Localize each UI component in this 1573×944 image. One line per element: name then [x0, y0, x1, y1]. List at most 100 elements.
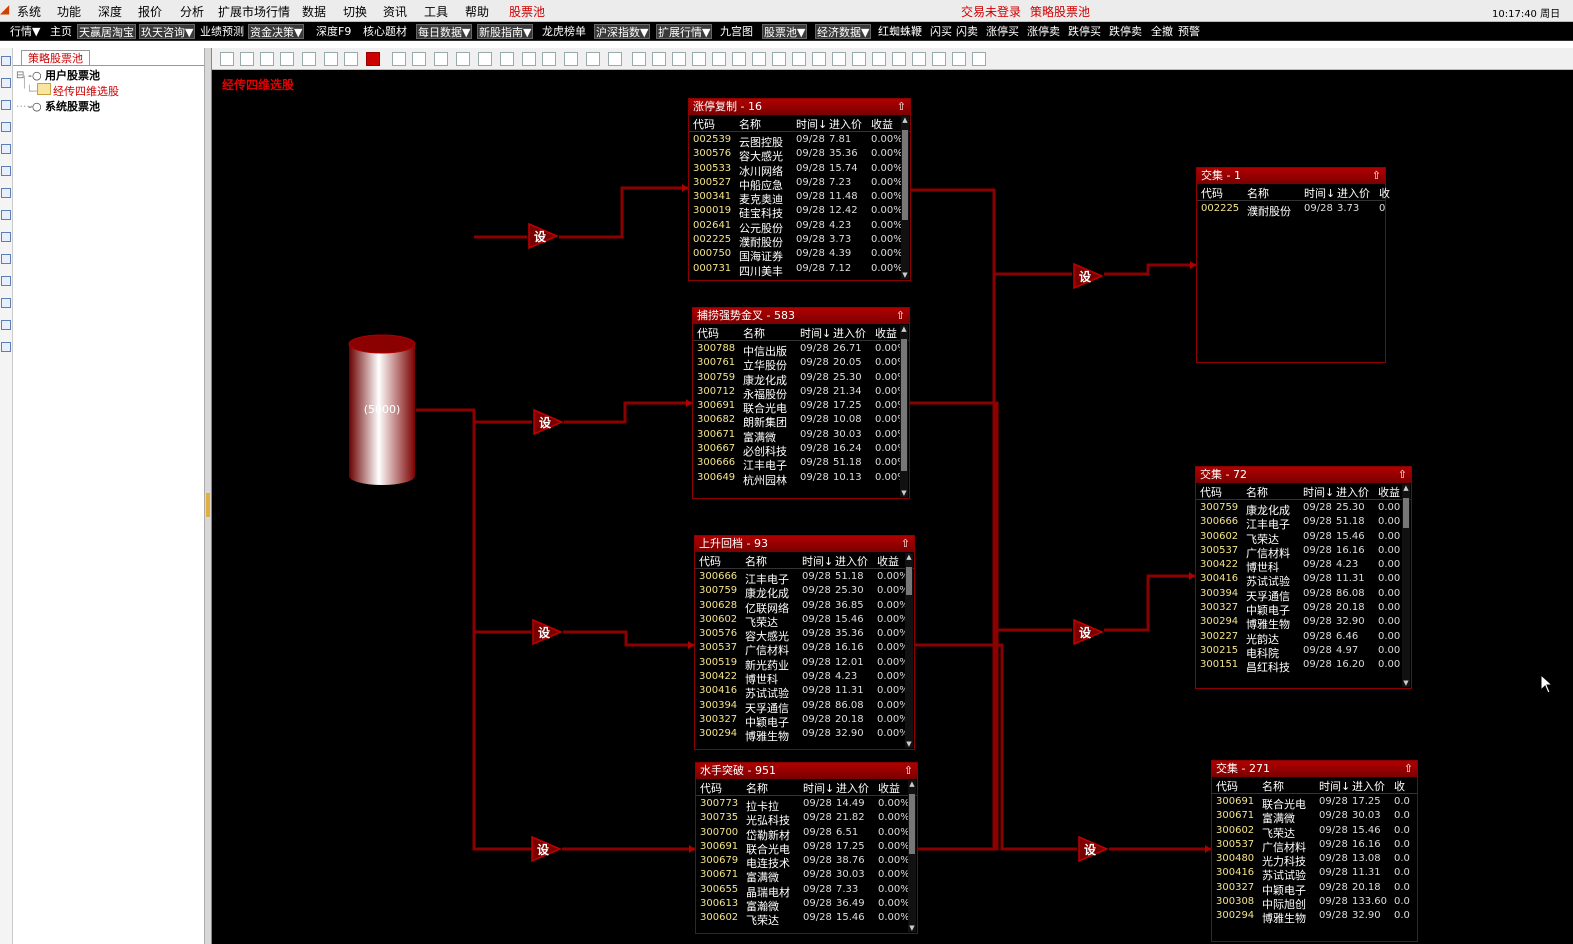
canvas-tool-icon[interactable] — [522, 52, 536, 66]
quick-item-3[interactable]: 天赢居淘宝 — [77, 24, 136, 39]
column-header[interactable]: 时间↓ — [1304, 187, 1336, 200]
canvas-tool-icon[interactable] — [932, 52, 946, 66]
scroll-up-icon[interactable]: ▲ — [909, 780, 915, 788]
canvas-tool-icon[interactable] — [632, 52, 646, 66]
side-tool-icon[interactable] — [1, 56, 11, 66]
menu-11[interactable]: 帮助 — [465, 5, 490, 19]
quick-item-20[interactable]: 涨停买 — [986, 25, 1019, 38]
panel-header[interactable]: 交集 - 1⇧ — [1197, 168, 1385, 184]
scroll-down-icon[interactable]: ▼ — [1403, 679, 1409, 687]
canvas-tool-icon[interactable] — [434, 52, 448, 66]
canvas-tool-icon[interactable] — [586, 52, 600, 66]
column-header[interactable]: 收益 — [1378, 486, 1400, 499]
canvas-tool-icon[interactable] — [220, 52, 234, 66]
panel-scrollbar[interactable]: ▲▼ — [1402, 484, 1410, 687]
panel-scrollbar[interactable]: ▲▼ — [900, 325, 908, 497]
filter-gate-icon[interactable] — [1072, 618, 1104, 646]
quick-item-14[interactable]: 九宫图 — [720, 25, 753, 38]
canvas-tool-icon[interactable] — [608, 52, 622, 66]
filter-gate-icon[interactable] — [1077, 835, 1109, 863]
quick-item-21[interactable]: 涨停卖 — [1027, 25, 1060, 38]
column-header[interactable]: 名称 — [743, 327, 765, 340]
menu-10[interactable]: 工具 — [424, 5, 449, 19]
quick-item-17[interactable]: 红蜘蛛鞭 — [878, 25, 922, 38]
column-header[interactable]: 收 — [1394, 780, 1405, 793]
side-tool-icon[interactable] — [1, 276, 11, 286]
quick-item-11[interactable]: 龙虎榜单 — [542, 25, 586, 38]
quick-item-22[interactable]: 跌停买 — [1068, 25, 1101, 38]
quick-item-1[interactable]: 行情▼ — [10, 25, 41, 38]
panel-header[interactable]: 上升回档 - 93⇧ — [695, 536, 914, 552]
quick-item-24[interactable]: 全撤 — [1151, 25, 1173, 38]
panel-header[interactable]: 交集 - 271⇧ — [1212, 761, 1417, 777]
quick-item-25[interactable]: 预警 — [1178, 25, 1200, 38]
quick-item-2[interactable]: 主页 — [50, 25, 72, 38]
column-header[interactable]: 进入价 — [835, 555, 868, 568]
tree-node-selected-strategy[interactable]: 经传四维选股 — [53, 85, 119, 98]
panel-header[interactable]: 水手突破 - 951⇧ — [696, 763, 917, 779]
menu-3[interactable]: 深度 — [98, 5, 123, 19]
panel-pin-icon[interactable]: ⇧ — [896, 100, 906, 113]
quick-item-4[interactable]: 玖天咨询▼ — [139, 24, 196, 39]
quick-item-23[interactable]: 跌停卖 — [1109, 25, 1142, 38]
scroll-down-icon[interactable]: ▼ — [901, 489, 907, 497]
panel-pin-icon[interactable]: ⇧ — [1397, 468, 1407, 481]
quick-item-16[interactable]: 经济数据▼ — [815, 24, 872, 39]
column-header[interactable]: 代码 — [1200, 486, 1222, 499]
canvas-tool-icon[interactable] — [302, 52, 316, 66]
side-tool-icon[interactable] — [1, 144, 11, 154]
column-header[interactable]: 名称 — [1246, 486, 1268, 499]
stock-source-cylinder-icon[interactable] — [348, 334, 416, 486]
panel-splitter[interactable] — [204, 48, 212, 944]
side-tool-icon[interactable] — [1, 188, 11, 198]
column-header[interactable]: 进入价 — [1337, 187, 1370, 200]
quick-item-8[interactable]: 核心题材 — [363, 25, 407, 38]
panel-header[interactable]: 涨停复制 - 16⇧ — [689, 99, 910, 115]
panel-scrollbar[interactable]: ▲▼ — [901, 116, 909, 279]
menu-7[interactable]: 数据 — [302, 5, 327, 19]
panel-scrollbar[interactable]: ▲▼ — [905, 553, 913, 748]
menu-8[interactable]: 切换 — [343, 5, 368, 19]
column-header[interactable]: 进入价 — [1336, 486, 1369, 499]
canvas-tool-icon[interactable] — [732, 52, 746, 66]
column-header[interactable]: 代码 — [700, 782, 722, 795]
column-header[interactable]: 代码 — [699, 555, 721, 568]
column-header[interactable]: 进入价 — [833, 327, 866, 340]
column-header[interactable]: 时间↓ — [802, 555, 834, 568]
scroll-thumb[interactable] — [906, 567, 912, 595]
filter-gate-icon[interactable] — [530, 835, 562, 863]
menu-4[interactable]: 报价 — [138, 5, 163, 19]
scroll-thumb[interactable] — [902, 130, 908, 220]
side-tool-icon[interactable] — [1, 342, 11, 352]
menu-1[interactable]: 系统 — [17, 5, 42, 19]
